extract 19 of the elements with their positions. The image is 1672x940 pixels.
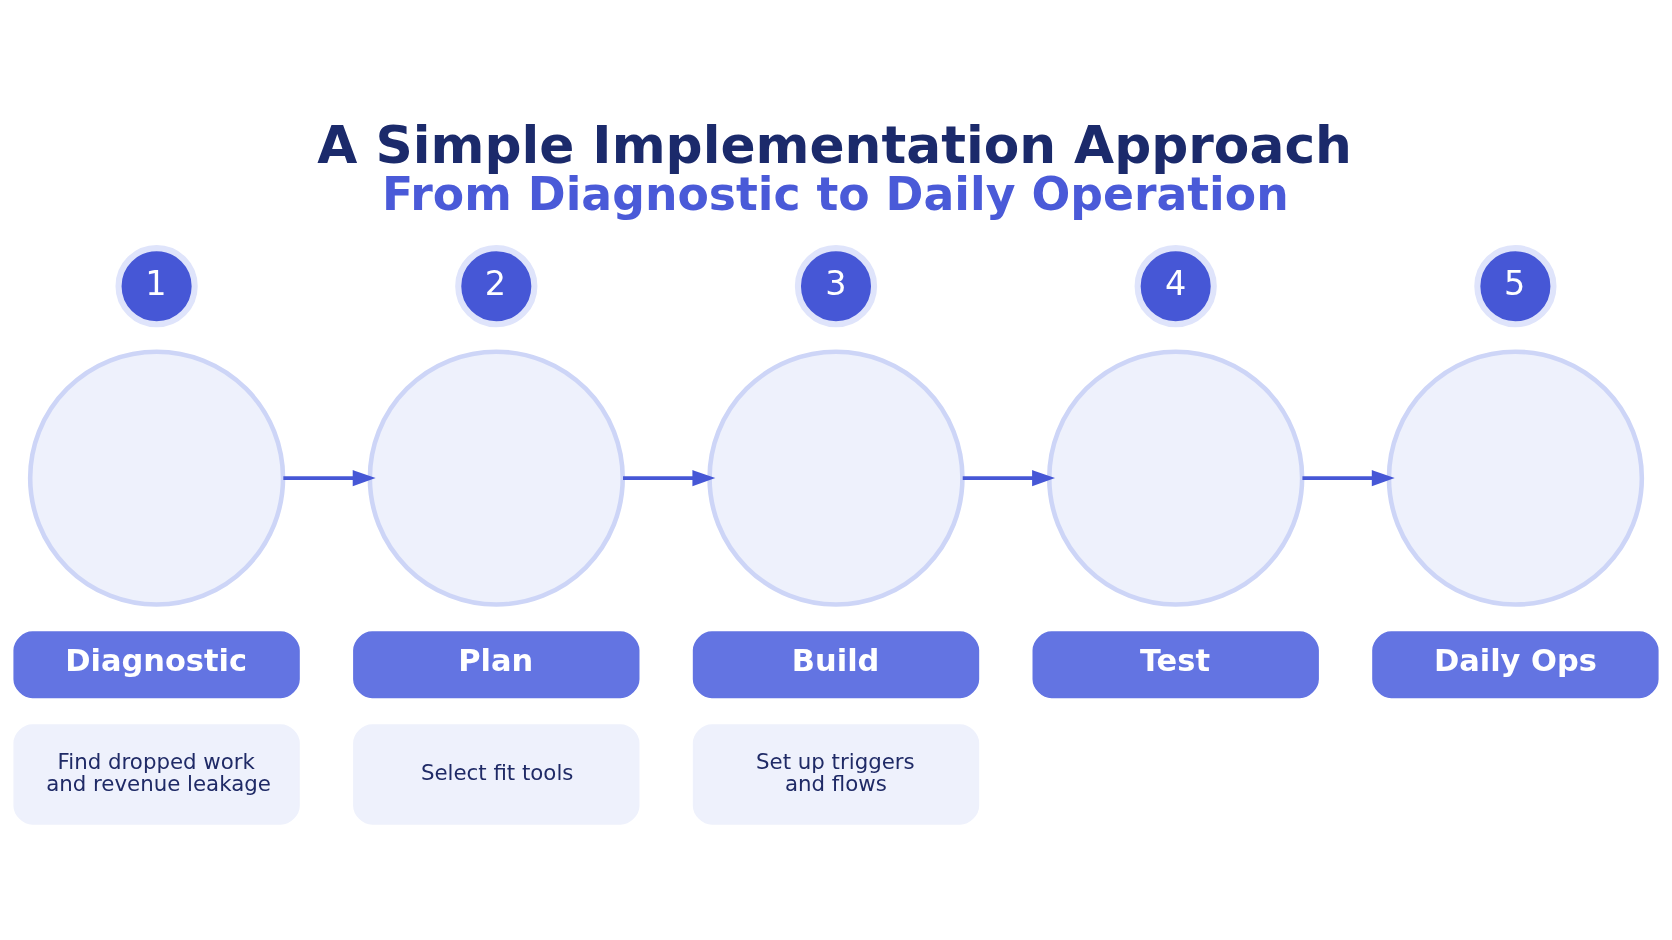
arrow	[283, 469, 376, 486]
node-circle: 5	[1474, 244, 1557, 327]
arrow	[623, 469, 716, 486]
node-circle: 2	[455, 244, 538, 327]
node-box: Test	[1032, 630, 1319, 698]
node-circle	[707, 348, 965, 607]
node-circle	[367, 348, 626, 607]
node-box: Diagnostic	[13, 630, 300, 698]
arrow	[962, 469, 1055, 486]
node-circle: 3	[794, 244, 878, 327]
node-circle	[1386, 348, 1645, 607]
node-box: Daily Ops	[1372, 630, 1659, 698]
node-box: Build	[692, 630, 980, 698]
node-circle	[1046, 348, 1305, 607]
node-circle: 1	[115, 244, 198, 327]
node-circle	[27, 348, 286, 607]
node-circle: 4	[1134, 244, 1217, 327]
arrow	[1302, 469, 1395, 486]
node-box: Plan	[353, 630, 640, 698]
